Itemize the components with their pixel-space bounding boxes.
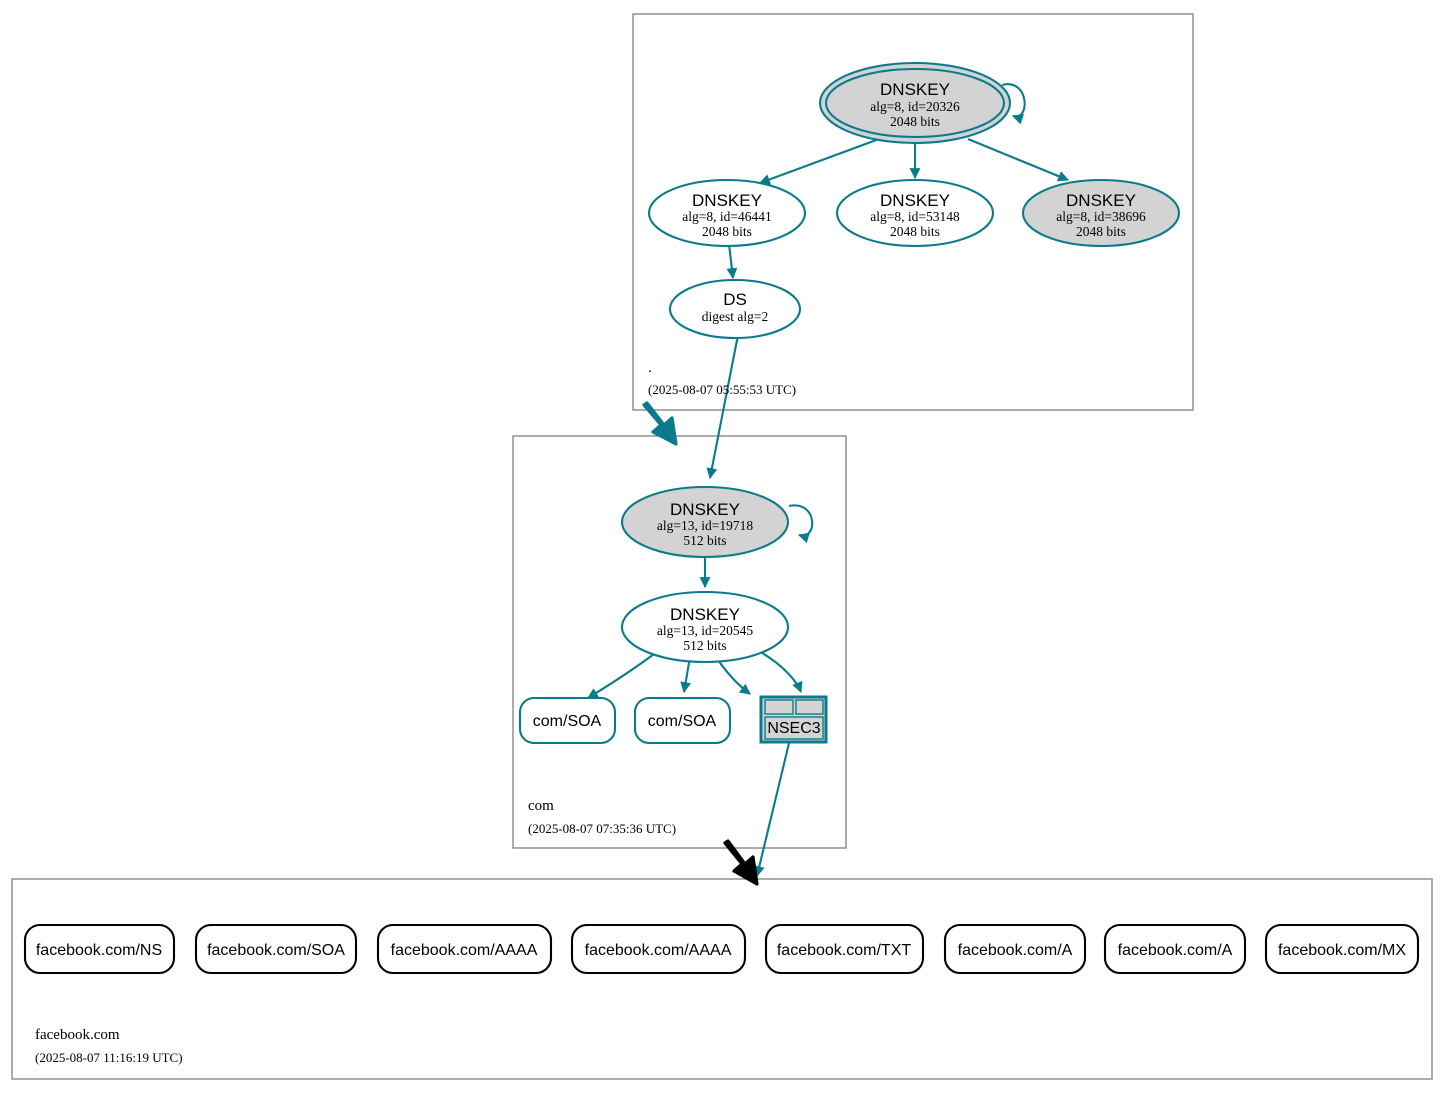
node-ds-root[interactable]: DS digest alg=2 <box>668 278 802 340</box>
node-shape <box>570 923 747 975</box>
node-title: DNSKEY <box>670 500 740 519</box>
node-subtitle-alg-id: alg=13, id=20545 <box>657 623 753 638</box>
node-shape <box>620 590 790 664</box>
node-shape <box>835 178 995 248</box>
node-subtitle-bits: 512 bits <box>683 638 726 653</box>
edge-ds-to-com-ksk <box>706 334 740 480</box>
zone-label-root: . <box>648 360 652 376</box>
zone-timestamp-com: (2025-08-07 07:35:36 UTC) <box>528 821 676 836</box>
edge-delegation-root-to-com <box>642 401 678 446</box>
node-shape-inner <box>824 67 1006 139</box>
node-subtitle-alg-id: alg=8, id=46441 <box>682 209 771 224</box>
node-label: facebook.com/A <box>1118 942 1233 959</box>
zone-label-com: com <box>528 798 554 814</box>
node-rrset-com-soa-2[interactable]: com/SOA <box>633 696 732 745</box>
node-shape <box>943 923 1087 975</box>
node-title: DNSKEY <box>670 605 740 624</box>
node-label: facebook.com/SOA <box>207 942 345 959</box>
node-label: facebook.com/NS <box>36 942 162 959</box>
edge-com-zsk-to-soa1 <box>587 653 655 699</box>
node-shape <box>668 278 802 340</box>
node-shape <box>376 923 553 975</box>
zone-label-facebook: facebook.com <box>35 1027 120 1043</box>
zone-timestamp-facebook: (2025-08-07 11:16:19 UTC) <box>35 1050 183 1065</box>
node-rrset-facebook-txt[interactable]: facebook.com/TXT <box>764 923 925 975</box>
node-rrset-facebook-soa[interactable]: facebook.com/SOA <box>194 923 358 975</box>
node-shape <box>1264 923 1420 975</box>
node-subtitle-alg-id: alg=13, id=19718 <box>657 518 753 533</box>
node-subtitle-digest-alg: digest alg=2 <box>702 309 768 324</box>
node-subtitle-alg-id: alg=8, id=38696 <box>1056 209 1146 224</box>
node-title: DNSKEY <box>692 191 762 210</box>
node-title: DNSKEY <box>880 191 950 210</box>
node-rrset-facebook-mx[interactable]: facebook.com/MX <box>1264 923 1420 975</box>
node-rrset-facebook-a-1[interactable]: facebook.com/A <box>943 923 1087 975</box>
node-subtitle-bits: 2048 bits <box>702 224 752 239</box>
edge-com-zsk-to-soa2 <box>680 656 692 694</box>
node-title: DNSKEY <box>1066 191 1136 210</box>
node-header-cell-right <box>795 699 824 715</box>
node-shape <box>764 923 925 975</box>
node-dnskey-root-38696[interactable]: DNSKEY alg=8, id=38696 2048 bits <box>1021 178 1181 248</box>
node-label: facebook.com/A <box>958 942 1073 959</box>
node-body-cell <box>764 716 824 740</box>
node-dnskey-root-20326[interactable]: DNSKEY alg=8, id=20326 2048 bits <box>818 61 1012 145</box>
node-shape <box>1021 178 1181 248</box>
node-label: com/SOA <box>648 713 717 730</box>
node-dnskey-root-46441[interactable]: DNSKEY alg=8, id=46441 2048 bits <box>647 178 807 248</box>
edge-self-loop-com-ksk <box>788 504 814 544</box>
node-label: NSEC3 <box>767 720 820 737</box>
zone-timestamp-root: (2025-08-07 05:55:53 UTC) <box>648 382 796 397</box>
node-shape <box>23 923 176 975</box>
node-rrset-facebook-aaaa-1[interactable]: facebook.com/AAAA <box>376 923 553 975</box>
node-shape <box>633 696 732 745</box>
node-label: com/SOA <box>533 713 602 730</box>
node-header-cell-left <box>764 699 794 715</box>
node-rrset-facebook-ns[interactable]: facebook.com/NS <box>23 923 176 975</box>
node-label: facebook.com/MX <box>1278 942 1406 959</box>
node-rrset-facebook-aaaa-2[interactable]: facebook.com/AAAA <box>570 923 747 975</box>
node-dnskey-com-19718[interactable]: DNSKEY alg=13, id=19718 512 bits <box>620 485 790 559</box>
node-rrset-facebook-a-2[interactable]: facebook.com/A <box>1103 923 1247 975</box>
edge-delegation-com-to-facebook <box>723 839 759 886</box>
node-shape <box>1103 923 1247 975</box>
node-subtitle-bits: 2048 bits <box>890 114 940 129</box>
node-subtitle-bits: 2048 bits <box>890 224 940 239</box>
node-subtitle-alg-id: alg=8, id=20326 <box>870 99 960 114</box>
node-label: facebook.com/AAAA <box>391 942 538 959</box>
node-subtitle-bits: 2048 bits <box>1076 224 1126 239</box>
node-label: facebook.com/TXT <box>777 942 912 959</box>
node-dnskey-com-20545[interactable]: DNSKEY alg=13, id=20545 512 bits <box>620 590 790 664</box>
node-subtitle-bits: 512 bits <box>683 533 726 548</box>
node-dnskey-root-53148[interactable]: DNSKEY alg=8, id=53148 2048 bits <box>835 178 995 248</box>
node-title: DS <box>723 290 747 309</box>
node-nsec3-com[interactable]: NSEC3 <box>759 695 828 744</box>
node-shape <box>518 696 617 745</box>
edge-self-loop-root-ksk <box>1001 83 1026 125</box>
node-label: facebook.com/AAAA <box>585 942 732 959</box>
edge-nsec3-to-facebook <box>753 738 792 878</box>
edge-root-ksk-to-ksk38696 <box>967 138 1070 182</box>
node-rrset-com-soa-1[interactable]: com/SOA <box>518 696 617 745</box>
zone-cluster-facebook <box>11 878 1433 1080</box>
node-shape-outer <box>818 61 1012 145</box>
node-shape <box>647 178 807 248</box>
edge-root-zsk46441-to-ds <box>726 243 738 280</box>
edge-root-ksk-to-zsk46441 <box>758 138 880 185</box>
node-shape <box>620 485 790 559</box>
node-shape <box>194 923 358 975</box>
node-title: DNSKEY <box>880 80 950 99</box>
node-subtitle-alg-id: alg=8, id=53148 <box>870 209 960 224</box>
edge-com-zsk-to-nsec3-b <box>756 649 803 694</box>
